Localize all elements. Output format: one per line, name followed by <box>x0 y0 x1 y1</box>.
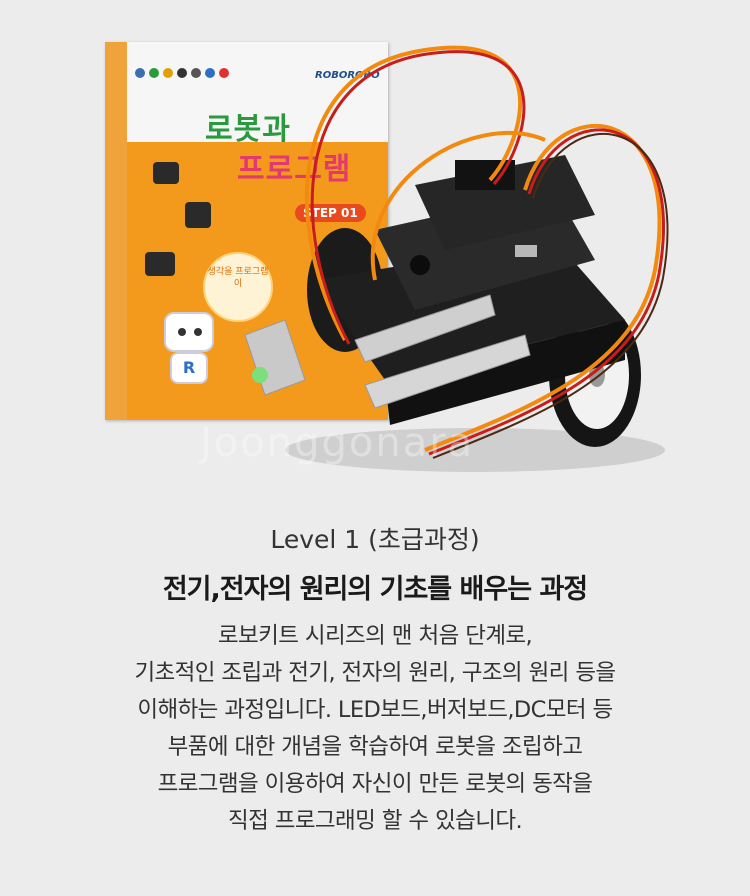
book-title-text: 로봇과 <box>205 112 291 147</box>
book-robot-thumb-1 <box>153 162 179 184</box>
book-logos <box>135 68 229 78</box>
metal-plate-side <box>244 319 306 396</box>
watermark: Joonggonara <box>200 420 475 466</box>
description-line: 부품에 대한 개념을 학습하여 로봇을 조립하고 <box>167 734 583 760</box>
robot-kit-illustration <box>244 45 669 472</box>
wire-brown-2 <box>432 132 669 459</box>
product-photo: ROBOROBO 로봇과 프로그램 STEP 01 생각을 프로그램이 R <box>105 42 669 472</box>
wire-orange-1 <box>304 45 523 341</box>
book-circle-note: 생각을 프로그램이 <box>203 252 273 322</box>
mascot: R <box>160 312 218 392</box>
description: 로보키트 시리즈의 맨 처음 단계로, 기초적인 조립과 전기, 전자의 원리,… <box>0 618 750 840</box>
book-robot-thumb-2 <box>185 202 211 228</box>
wire-red-1 <box>310 50 526 345</box>
metal-bracket-left <box>354 294 496 363</box>
wire-orange-2 <box>424 123 662 452</box>
description-line: 프로그램을 이용하여 자신이 만든 로봇의 동작을 <box>157 771 593 797</box>
book-brand: ROBOROBO <box>315 70 380 81</box>
controller-chip <box>455 160 515 190</box>
headline: 전기,전자의 원리의 기초를 배우는 과정 <box>162 574 588 605</box>
buzzer <box>410 255 430 275</box>
description-line: 로보키트 시리즈의 맨 처음 단계로, <box>217 623 533 649</box>
description-line: 이해하는 과정입니다. LED보드,버저보드,DC모터 등 <box>137 697 613 723</box>
connector <box>515 245 537 257</box>
wire-red-2 <box>428 128 665 456</box>
mascot-letter: R <box>170 352 208 384</box>
book-robot-thumb-3 <box>145 252 175 276</box>
description-line: 직접 프로그래밍 할 수 있습니다. <box>227 808 523 834</box>
description-line: 기초적인 조립과 전기, 전자의 원리, 구조의 원리 등을 <box>134 660 616 686</box>
robot-shadow <box>285 428 665 472</box>
book-title-line1: 로봇과 <box>205 104 291 148</box>
metal-bracket-front <box>364 334 531 409</box>
led-green <box>252 367 268 383</box>
level-label: Level 1 (초급과정) <box>270 525 480 554</box>
mascot-head <box>164 312 214 352</box>
book-title-line2: 프로그램 <box>237 152 352 187</box>
wire-orange-3 <box>370 131 546 281</box>
chassis-front <box>385 320 625 425</box>
book-spine <box>105 42 127 420</box>
